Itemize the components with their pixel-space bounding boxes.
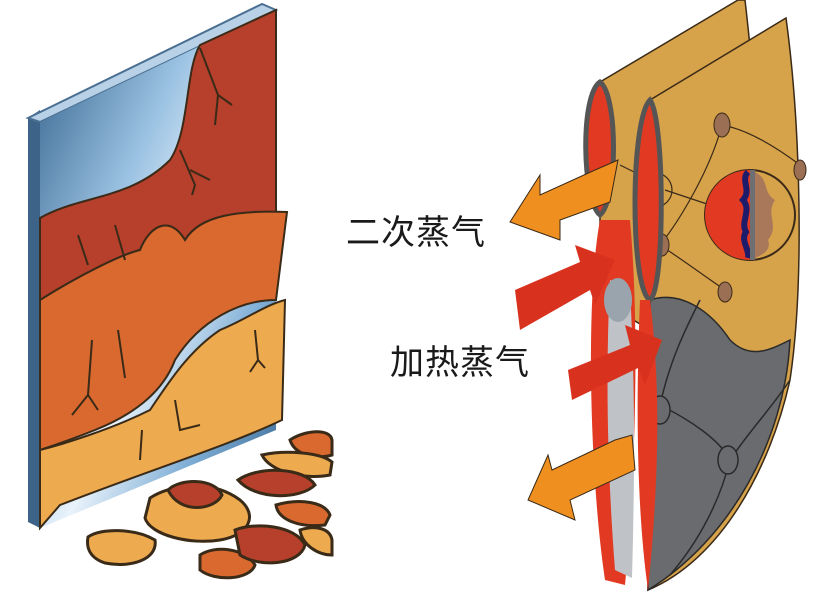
- heat-exchanger-illustration: [500, 0, 814, 602]
- scale-layer-mid: [39, 210, 289, 452]
- fouled-plate-graphic: [25, 2, 334, 580]
- fouling-layer: [647, 296, 791, 592]
- scale-layer-light: [39, 298, 287, 531]
- heating-steam-arrow-bottom: [568, 325, 662, 400]
- heating-steam-arrow-top: [515, 245, 615, 330]
- scale-flakes: [86, 430, 334, 580]
- secondary-vapor-arrow-top: [509, 159, 619, 241]
- plate-edge: [28, 110, 40, 528]
- secondary-vapor-arrow-bottom: [527, 434, 636, 521]
- heating-steam-label: 加热蒸气: [390, 343, 530, 383]
- flow-channel: [632, 96, 664, 303]
- grain-nodes: [654, 112, 807, 303]
- plate-heat-exchanger-graphic: [509, 0, 807, 592]
- scale-peeling-illustration: [0, 0, 340, 602]
- secondary-vapor-label: 二次蒸气: [346, 213, 486, 253]
